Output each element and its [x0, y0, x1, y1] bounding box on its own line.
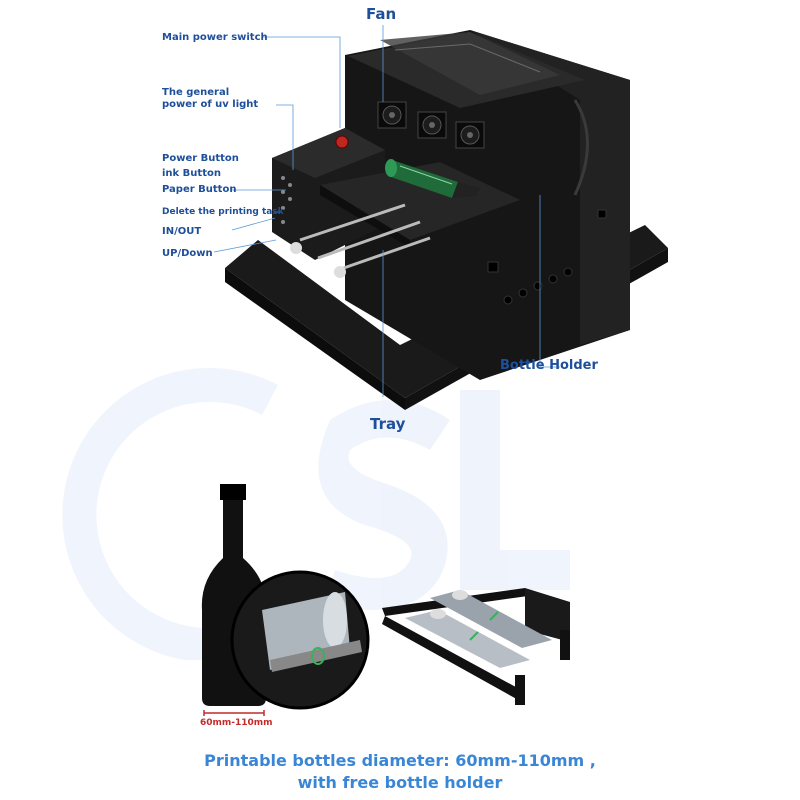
label-ink-button: ink Button — [162, 168, 221, 179]
uv-printer-illustration — [213, 25, 668, 410]
caption-line-2: with free bottle holder — [297, 773, 503, 792]
emergency-stop-icon — [335, 135, 349, 149]
label-main-power-switch: Main power switch — [162, 32, 268, 43]
label-fan: Fan — [366, 5, 397, 23]
label-in-out: IN/OUT — [162, 226, 202, 237]
label-uv-light-power-2: power of uv light — [162, 99, 259, 110]
label-power-button: Power Button — [162, 153, 239, 164]
label-paper-button: Paper Button — [162, 184, 237, 195]
bottle-holder-icon — [382, 588, 570, 705]
bottle-holder-zoom — [230, 570, 370, 710]
watermark-logo — [62, 368, 570, 660]
label-bottle-holder: Bottle Holder — [500, 358, 598, 373]
bottle-on-holder — [385, 159, 480, 198]
label-tray: Tray — [370, 415, 406, 433]
bottle-illustration — [201, 484, 570, 716]
diameter-label: 60mm-110mm — [200, 718, 273, 728]
label-delete-task: Delete the printing task — [162, 207, 284, 217]
label-uv-light-power-1: The general — [162, 87, 230, 98]
fan-icon — [377, 101, 485, 149]
tray-platform — [320, 162, 520, 240]
label-up-down: UP/Down — [162, 248, 213, 259]
caption-line-1: Printable bottles diameter: 60mm-110mm , — [204, 751, 596, 770]
diameter-dimension — [203, 710, 265, 716]
